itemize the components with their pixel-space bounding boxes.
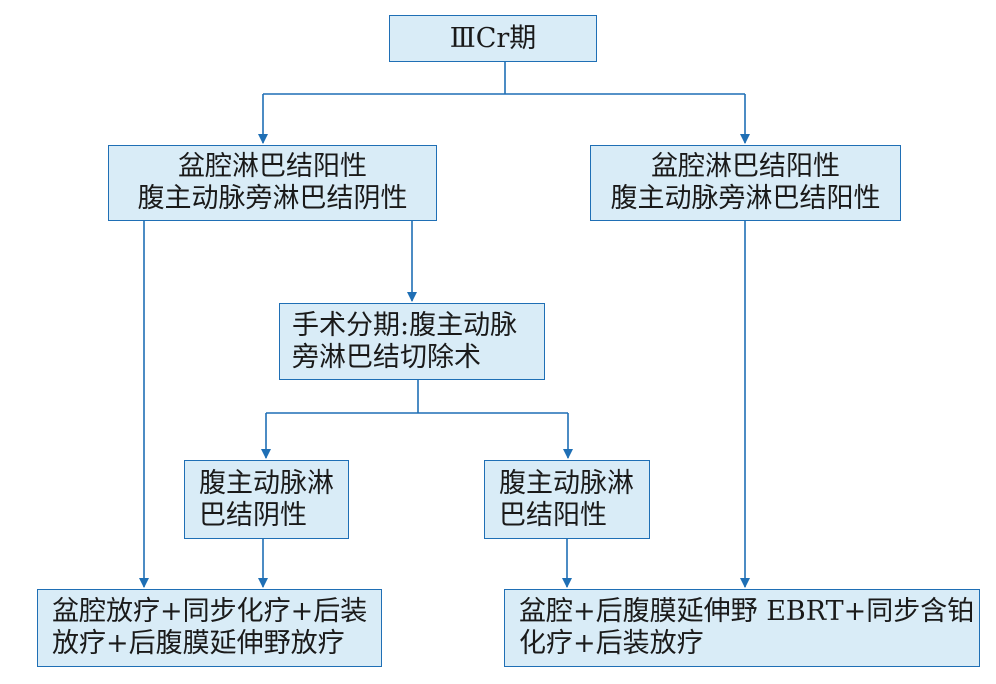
connector-surgery-split <box>266 380 568 414</box>
node-line-1: 腹主动脉淋 <box>499 467 634 499</box>
treatment-right-node: 盆腔+后腹膜延伸野 EBRT+同步含铂 化疗+后装放疗 <box>504 589 980 667</box>
node-line-2: 放疗+后腹膜延伸野放疗 <box>52 628 345 659</box>
node-line-2: 巴结阴性 <box>199 499 307 531</box>
aortic-negative-node: 腹主动脉淋 巴结阴性 <box>184 460 349 539</box>
node-line-1: 腹主动脉淋 <box>199 467 334 499</box>
node-line-2: 化疗+后装放疗 <box>519 628 704 659</box>
treatment-left-node: 盆腔放疗+同步化疗+后装 放疗+后腹膜延伸野放疗 <box>37 589 382 667</box>
stage-label: ⅢCr期 <box>449 22 537 54</box>
pelvic-positive-aortic-negative-node: 盆腔淋巴结阳性 腹主动脉旁淋巴结阴性 <box>108 145 437 221</box>
node-line-1: 盆腔放疗+同步化疗+后装 <box>52 596 368 627</box>
node-line-2: 巴结阳性 <box>499 499 607 531</box>
surgical-staging-node: 手术分期:腹主动脉 旁淋巴结切除术 <box>279 303 545 380</box>
node-line-2: 腹主动脉旁淋巴结阴性 <box>137 183 408 214</box>
node-line-1: 手术分期:腹主动脉 <box>292 309 518 341</box>
pelvic-positive-aortic-positive-node: 盆腔淋巴结阳性 腹主动脉旁淋巴结阳性 <box>590 145 901 221</box>
stage-node: ⅢCr期 <box>389 15 597 62</box>
node-line-1: 盆腔+后腹膜延伸野 EBRT+同步含铂 <box>519 596 975 627</box>
node-line-2: 旁淋巴结切除术 <box>292 341 481 373</box>
node-line-2: 腹主动脉旁淋巴结阳性 <box>610 183 881 214</box>
node-line-1: 盆腔淋巴结阳性 <box>178 151 367 182</box>
aortic-positive-node: 腹主动脉淋 巴结阳性 <box>484 460 650 539</box>
node-line-1: 盆腔淋巴结阳性 <box>651 151 840 182</box>
connector-root-split <box>263 62 745 95</box>
